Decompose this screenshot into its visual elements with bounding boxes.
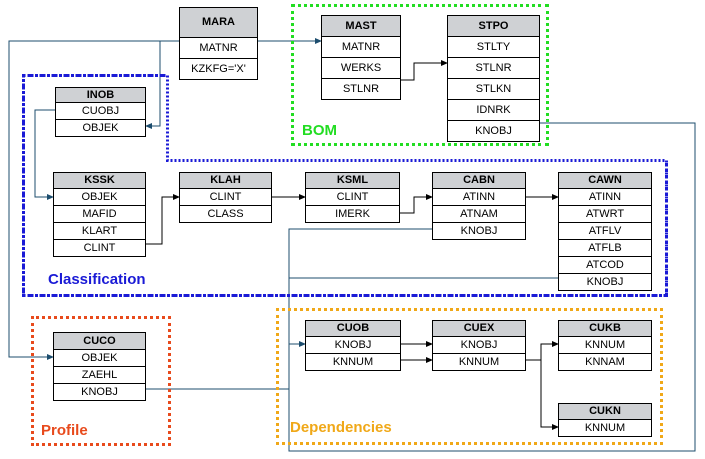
table-header: KSML xyxy=(306,173,399,189)
profile-group-label: Profile xyxy=(41,422,88,439)
dependencies-group-label: Dependencies xyxy=(290,419,392,436)
table-ksml: KSML CLINT IMERK xyxy=(305,172,400,223)
field-row: KZKFG='X' xyxy=(191,63,246,75)
field-row: ATWRT xyxy=(559,206,651,223)
dependencies-group-frame xyxy=(276,308,663,445)
table-header: KLAH xyxy=(180,173,271,189)
field-row: CLINT xyxy=(180,189,271,206)
field-row: MATNR xyxy=(180,38,257,59)
field-row: MATNR xyxy=(322,37,400,58)
field-row: MAFID xyxy=(54,206,145,223)
field-row: KLART xyxy=(54,223,145,240)
field-row: OBJEK xyxy=(82,122,119,134)
field-row: KNNUM xyxy=(332,356,374,368)
table-header: MAST xyxy=(322,16,400,37)
field-row: KNOBJ xyxy=(586,276,624,288)
field-row: OBJEK xyxy=(54,189,145,206)
table-inob: INOB CUOBJ OBJEK xyxy=(55,87,146,137)
table-header: STPO xyxy=(448,16,539,37)
link-cuex-cukn xyxy=(540,360,559,430)
field-row: KNOBJ xyxy=(433,337,525,354)
table-header: CABN xyxy=(433,173,525,189)
table-header: CUOB xyxy=(306,321,400,337)
table-header: CUKB xyxy=(559,321,651,337)
table-cukn: CUKN KNNUM xyxy=(558,403,652,437)
table-stpo: STPO STLTY STLNR STLKN IDNRK KNOBJ xyxy=(447,15,540,142)
field-row: ATNAM xyxy=(433,206,525,223)
field-row: CUOBJ xyxy=(56,103,145,120)
field-row: KNNUM xyxy=(584,422,626,434)
field-row: KNOBJ xyxy=(81,386,118,398)
field-row: KNNUM xyxy=(458,356,500,368)
table-cuex: CUEX KNOBJ KNNUM xyxy=(432,320,526,371)
table-cabn: CABN ATINN ATNAM KNOBJ xyxy=(432,172,526,240)
table-cawn: CAWN ATINN ATWRT ATFLV ATFLB ATCOD KNOBJ xyxy=(558,172,652,291)
field-row: STLKN xyxy=(448,79,539,100)
field-row: ATCOD xyxy=(559,257,651,274)
table-klah: KLAH CLINT CLASS xyxy=(179,172,272,223)
table-header: INOB xyxy=(56,88,145,103)
field-row: STLNR xyxy=(448,58,539,79)
table-header: KSSK xyxy=(54,173,145,189)
field-row: ATFLV xyxy=(559,223,651,240)
profile-group-frame xyxy=(31,316,171,446)
table-header: CUKN xyxy=(559,404,651,420)
link-cuex-cukb xyxy=(526,341,559,361)
field-row: STLNR xyxy=(342,83,380,95)
field-row: KNNAM xyxy=(585,356,625,368)
field-row: ATINN xyxy=(433,189,525,206)
field-row: KNOBJ xyxy=(306,337,400,354)
table-cuco: CUCO OBJEK ZAEHL KNOBJ xyxy=(53,332,146,401)
field-row: OBJEK xyxy=(54,350,145,367)
field-row: KNOBJ xyxy=(460,225,498,237)
table-header: MARA xyxy=(180,8,257,38)
field-row: KNOBJ xyxy=(475,125,512,137)
field-row: CLINT xyxy=(306,189,399,206)
field-row: STLTY xyxy=(448,37,539,58)
table-header: CAWN xyxy=(559,173,651,189)
field-row: CLASS xyxy=(207,208,244,220)
table-mast: MAST MATNR WERKS STLNR xyxy=(321,15,401,100)
table-kssk: KSSK OBJEK MAFID KLART CLINT xyxy=(53,172,146,257)
table-header: CUEX xyxy=(433,321,525,337)
field-row: WERKS xyxy=(322,58,400,79)
field-row: IDNRK xyxy=(448,100,539,121)
field-row: ATFLB xyxy=(559,240,651,257)
field-row: ZAEHL xyxy=(54,367,145,384)
field-row: IMERK xyxy=(335,208,370,220)
table-cuob: CUOB KNOBJ KNNUM xyxy=(305,320,401,371)
table-cukb: CUKB KNNUM KNNAM xyxy=(558,320,652,371)
bom-group-label: BOM xyxy=(302,122,337,139)
field-row: CLINT xyxy=(83,242,116,254)
field-row: KNNUM xyxy=(559,337,651,354)
field-row: ATINN xyxy=(559,189,651,206)
table-mara: MARA MATNR KZKFG='X' xyxy=(179,7,258,80)
classification-group-label: Classification xyxy=(48,271,146,288)
table-header: CUCO xyxy=(54,333,145,350)
